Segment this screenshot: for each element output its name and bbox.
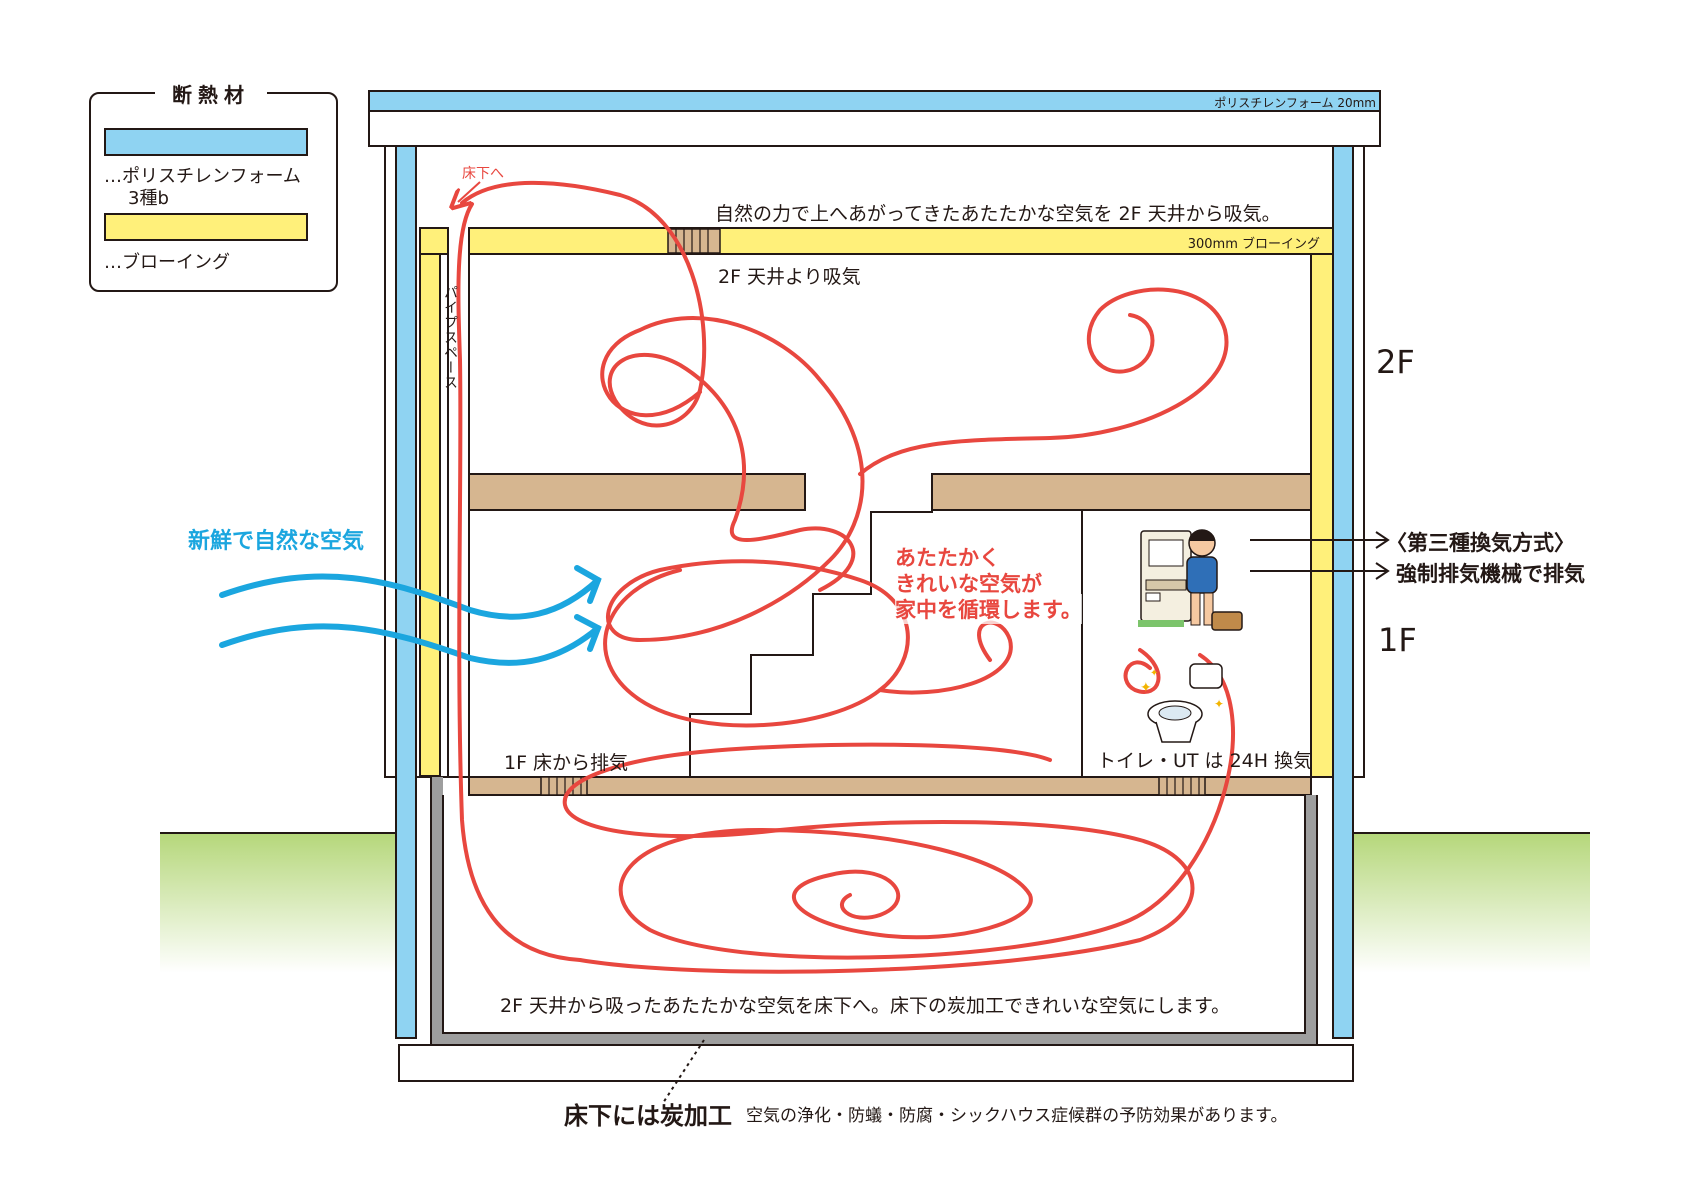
charcoal-title: 床下には炭加工 [564,1102,732,1130]
legend-box [89,92,338,292]
yuka-shita-arrow [458,181,481,202]
floor-vent-grille-left [540,776,588,796]
legend-swatch-polystyrene [104,128,308,156]
legend-label-blowing: …ブローイング [104,252,230,273]
air-circulation-path [456,180,1235,974]
legend-label-polystyrene-grade: 3種b [128,188,169,209]
bathroom-person-icon [1138,529,1243,631]
roof-slab [368,110,1381,147]
top-caption: 自然の力で上へあがってきたあたたかな空気を 2F 天井から吸気。 [715,203,1281,225]
interior-rooms [468,253,1312,778]
ceiling-intake-label: 2F 天井より吸気 [718,266,861,288]
svg-text:✦: ✦ [1150,668,1158,679]
staircase [689,474,933,776]
legend-swatch-blowing [104,213,308,241]
ventilation-arrows [1250,531,1390,580]
foundation-footing [398,1044,1354,1082]
legend-title: 断熱材 [155,79,267,108]
second-floor-slab-right [931,473,1312,511]
warm-air-label-2: きれいな空気が [895,568,1042,598]
ceiling-blowing-label: 300mm ブローイング [1187,237,1320,252]
svg-text:✦: ✦ [1140,680,1152,696]
floor-label-2f: 2F [1376,343,1415,381]
fresh-air-label: 新鮮で自然な空気 [188,529,365,554]
right-wall-insulation [1332,145,1354,1039]
pipe-space-label: パイプスペース [442,285,458,390]
roof-insulation-label: ポリスチレンフォーム 20mm [1214,96,1376,110]
legend-label-polystyrene: …ポリスチレンフォーム [104,166,301,187]
charcoal-leader-line [662,1039,705,1104]
svg-text:✦: ✦ [1214,697,1224,711]
toilet-icon: ✦ ✦ ✦ [1140,663,1224,743]
floor-exhaust-label: 1F 床から排気 [504,752,629,774]
ventilation-method-label: 〈第三種換気方式〉 [1386,531,1575,555]
forced-exhaust-label: 強制排気機械で排気 [1396,562,1585,586]
ground-right [1354,833,1590,973]
fresh-air-arrows [219,565,602,666]
ground-left [160,833,397,973]
warm-air-label-3: 家中を循環します。 [895,594,1082,624]
right-wall-blowing [1310,253,1334,778]
first-floor-slab [468,776,1312,796]
underfloor-caption: 2F 天井から吸ったあたたかな空気を床下へ。床下の炭加工できれいな空気にします。 [500,995,1231,1017]
charcoal-note: 空気の浄化・防蟻・防腐・シックハウス症候群の予防効果があります。 [746,1106,1288,1126]
floor-vent-grille-right [1158,776,1206,796]
pipe-space [419,227,449,255]
toilet-ut-label: トイレ・UT は 24H 換気 [1097,750,1313,772]
ceiling-blowing-insulation [468,227,1334,255]
second-floor-slab-left [468,473,806,511]
warm-air-label-1: あたたかく [895,542,1000,572]
floor-label-1f: 1F [1378,621,1417,659]
yuka-shita-label: 床下へ [462,166,504,182]
ceiling-vent-grille [667,228,721,254]
